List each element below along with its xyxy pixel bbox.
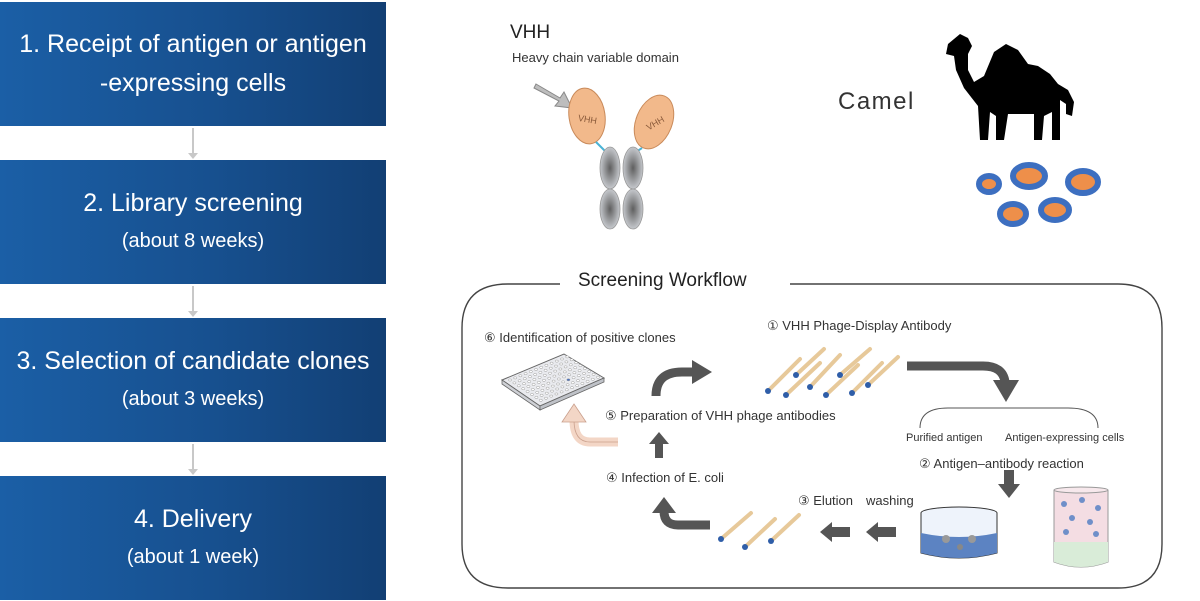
workflow-step-4: ④ Infection of E. coli xyxy=(606,470,724,485)
step-connector xyxy=(188,286,198,317)
step-title: 4. Delivery xyxy=(133,504,253,533)
step-duration: (about 1 week) xyxy=(126,546,260,569)
step-connector xyxy=(188,128,198,159)
arrow-left-icon xyxy=(820,522,850,542)
arrow-to-identification-icon xyxy=(561,403,618,447)
arrow-to-display-icon xyxy=(651,360,712,397)
step-candidate-selection: 3. Selection of candidate clones (about … xyxy=(0,318,386,442)
workflow-step-6: ⑥ Identification of positive clones xyxy=(484,330,676,345)
step-library-screening: 2. Library screening (about 8 weeks) xyxy=(0,160,386,284)
arrow-to-infection-icon xyxy=(652,497,710,530)
beaker-icon xyxy=(920,506,998,559)
camel-label: Camel xyxy=(838,88,915,115)
options-brace xyxy=(919,407,1099,429)
camel-icon xyxy=(946,34,1074,140)
arrow-to-reaction-icon xyxy=(907,361,1019,402)
step-connector xyxy=(188,444,198,475)
purified-antigen-label: Purified antigen xyxy=(906,432,983,444)
step-title: 2. Library screening xyxy=(83,188,303,217)
workflow-step-5: ⑤ Preparation of VHH phage antibodies xyxy=(605,408,836,423)
workflow-step-3: ③ Elution xyxy=(798,493,854,508)
well-plate-icon xyxy=(500,353,606,411)
step-duration: (about 3 weeks) xyxy=(121,388,265,411)
workflow-step-1: ① VHH Phage-Display Antibody xyxy=(767,318,952,333)
workflow-frame xyxy=(461,283,1163,589)
step-title: 1. Receipt of antigen or antigen xyxy=(19,30,367,59)
cells-illustration xyxy=(976,162,1101,227)
arrow-left-icon xyxy=(866,522,896,542)
vhh-domain-label: VHH xyxy=(577,113,597,126)
workflow-title: Screening Workflow xyxy=(578,270,747,291)
vhh-subtitle: Heavy chain variable domain xyxy=(512,50,679,65)
step-receipt: 1. Receipt of antigen or antigen -expres… xyxy=(0,2,386,126)
vhh-title: VHH xyxy=(510,22,551,43)
phage-bundle-icon xyxy=(765,347,900,398)
antibody-illustration: VHH VHH xyxy=(533,83,675,230)
step-title-cont: -expressing cells xyxy=(99,69,287,97)
step-delivery: 4. Delivery (about 1 week) xyxy=(0,476,386,600)
workflow-washing: washing xyxy=(866,493,914,508)
arrow-down-icon xyxy=(998,470,1020,498)
workflow-step-2: ② Antigen–antibody reaction xyxy=(919,456,1084,471)
eluted-phage-icon xyxy=(718,511,801,550)
step-title: 3. Selection of candidate clones xyxy=(16,346,370,375)
step-duration: (about 8 weeks) xyxy=(121,230,265,253)
cell-tube-icon xyxy=(1053,486,1109,568)
antigen-cells-label: Antigen-expressing cells xyxy=(1005,432,1125,444)
arrow-up-icon xyxy=(649,432,669,458)
